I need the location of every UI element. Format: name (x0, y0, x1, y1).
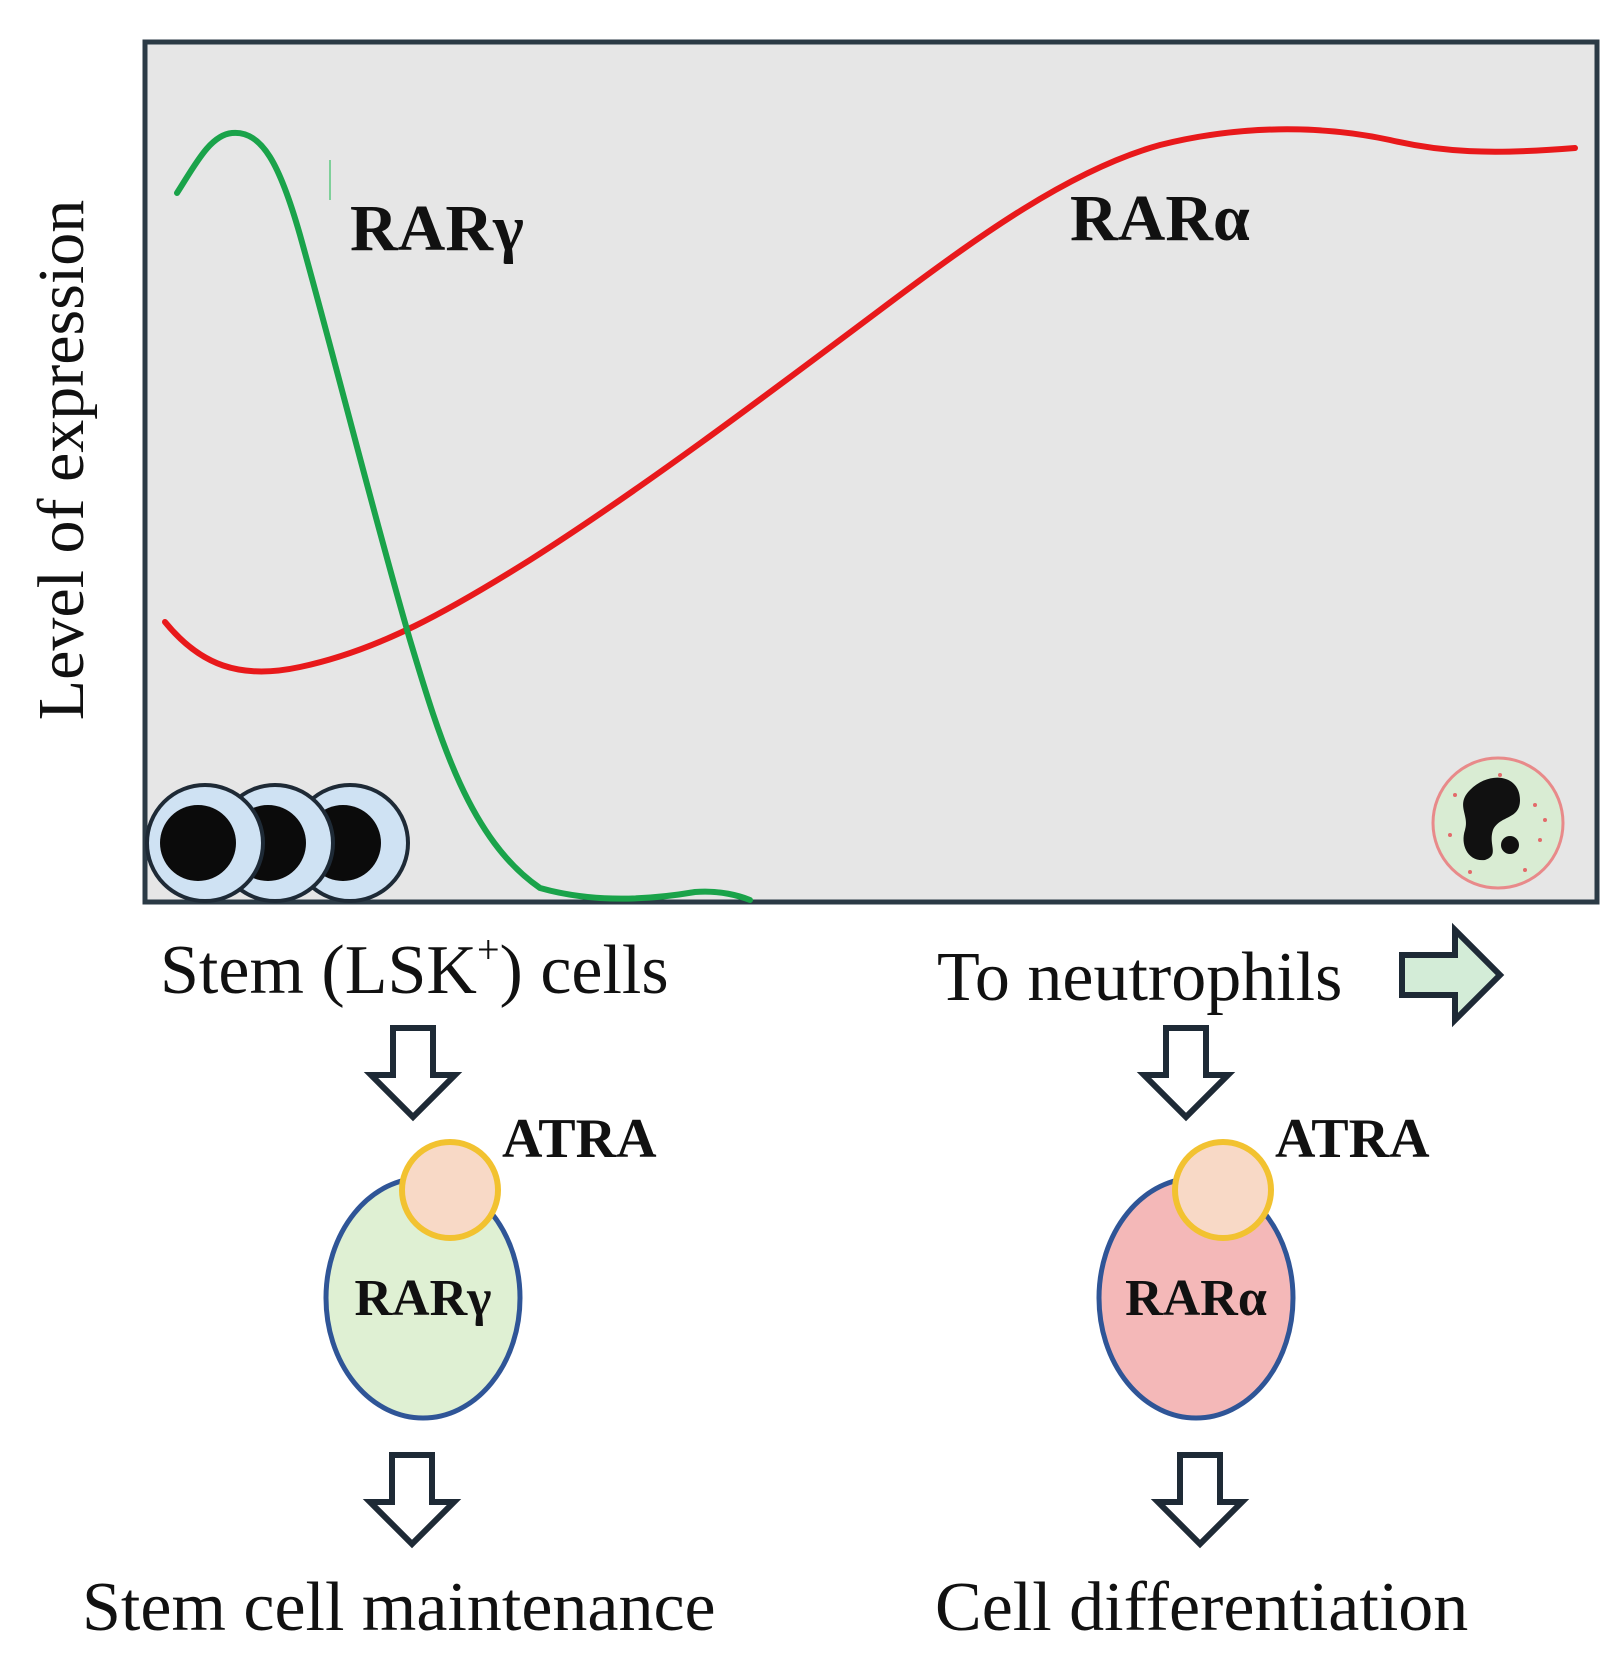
down-arrow-icon-left-top (363, 1025, 463, 1122)
stem-cells-icon (145, 783, 410, 903)
atra-label-right: ATRA (1275, 1108, 1430, 1170)
rar-gamma-receptor-complex: RARγ ATRA (323, 1108, 657, 1421)
stem-cells-label-prefix: Stem (LSK (160, 932, 477, 1009)
stem-cells-label-suffix: ) cells (500, 932, 669, 1009)
y-axis-label: Level of expression (25, 200, 98, 721)
atra-label-left: ATRA (502, 1108, 657, 1170)
rar-alpha-curve-label: RARα (1070, 182, 1250, 255)
stem-cells-label-sup: + (477, 927, 500, 972)
atra-ligand-left (399, 1139, 501, 1241)
rar-alpha-receptor-complex: RARα ATRA (1096, 1108, 1430, 1421)
rar-alpha-receptor-label: RARα (1125, 1270, 1267, 1327)
to-neutrophils-label: To neutrophils (937, 939, 1342, 1016)
expression-panel (142, 39, 1600, 905)
right-arrow-icon (1399, 922, 1505, 1028)
down-arrow-icon-right-top (1136, 1025, 1236, 1122)
rar-gamma-curve-label: RARγ (350, 192, 524, 265)
down-arrow-icon-left-bottom (362, 1452, 462, 1549)
stem-cell-maintenance-label: Stem cell maintenance (82, 1569, 716, 1646)
rar-gamma-receptor-label: RARγ (355, 1270, 492, 1327)
stem-cells-label: Stem (LSK+) cells (160, 927, 669, 1009)
rar-gamma-curve (174, 129, 753, 903)
cell-differentiation-label: Cell differentiation (935, 1569, 1468, 1646)
rar-alpha-curve (162, 126, 1578, 675)
atra-ligand-right (1172, 1139, 1274, 1241)
down-arrow-icon-right-bottom (1150, 1452, 1250, 1549)
neutrophil-icon (1431, 756, 1565, 890)
